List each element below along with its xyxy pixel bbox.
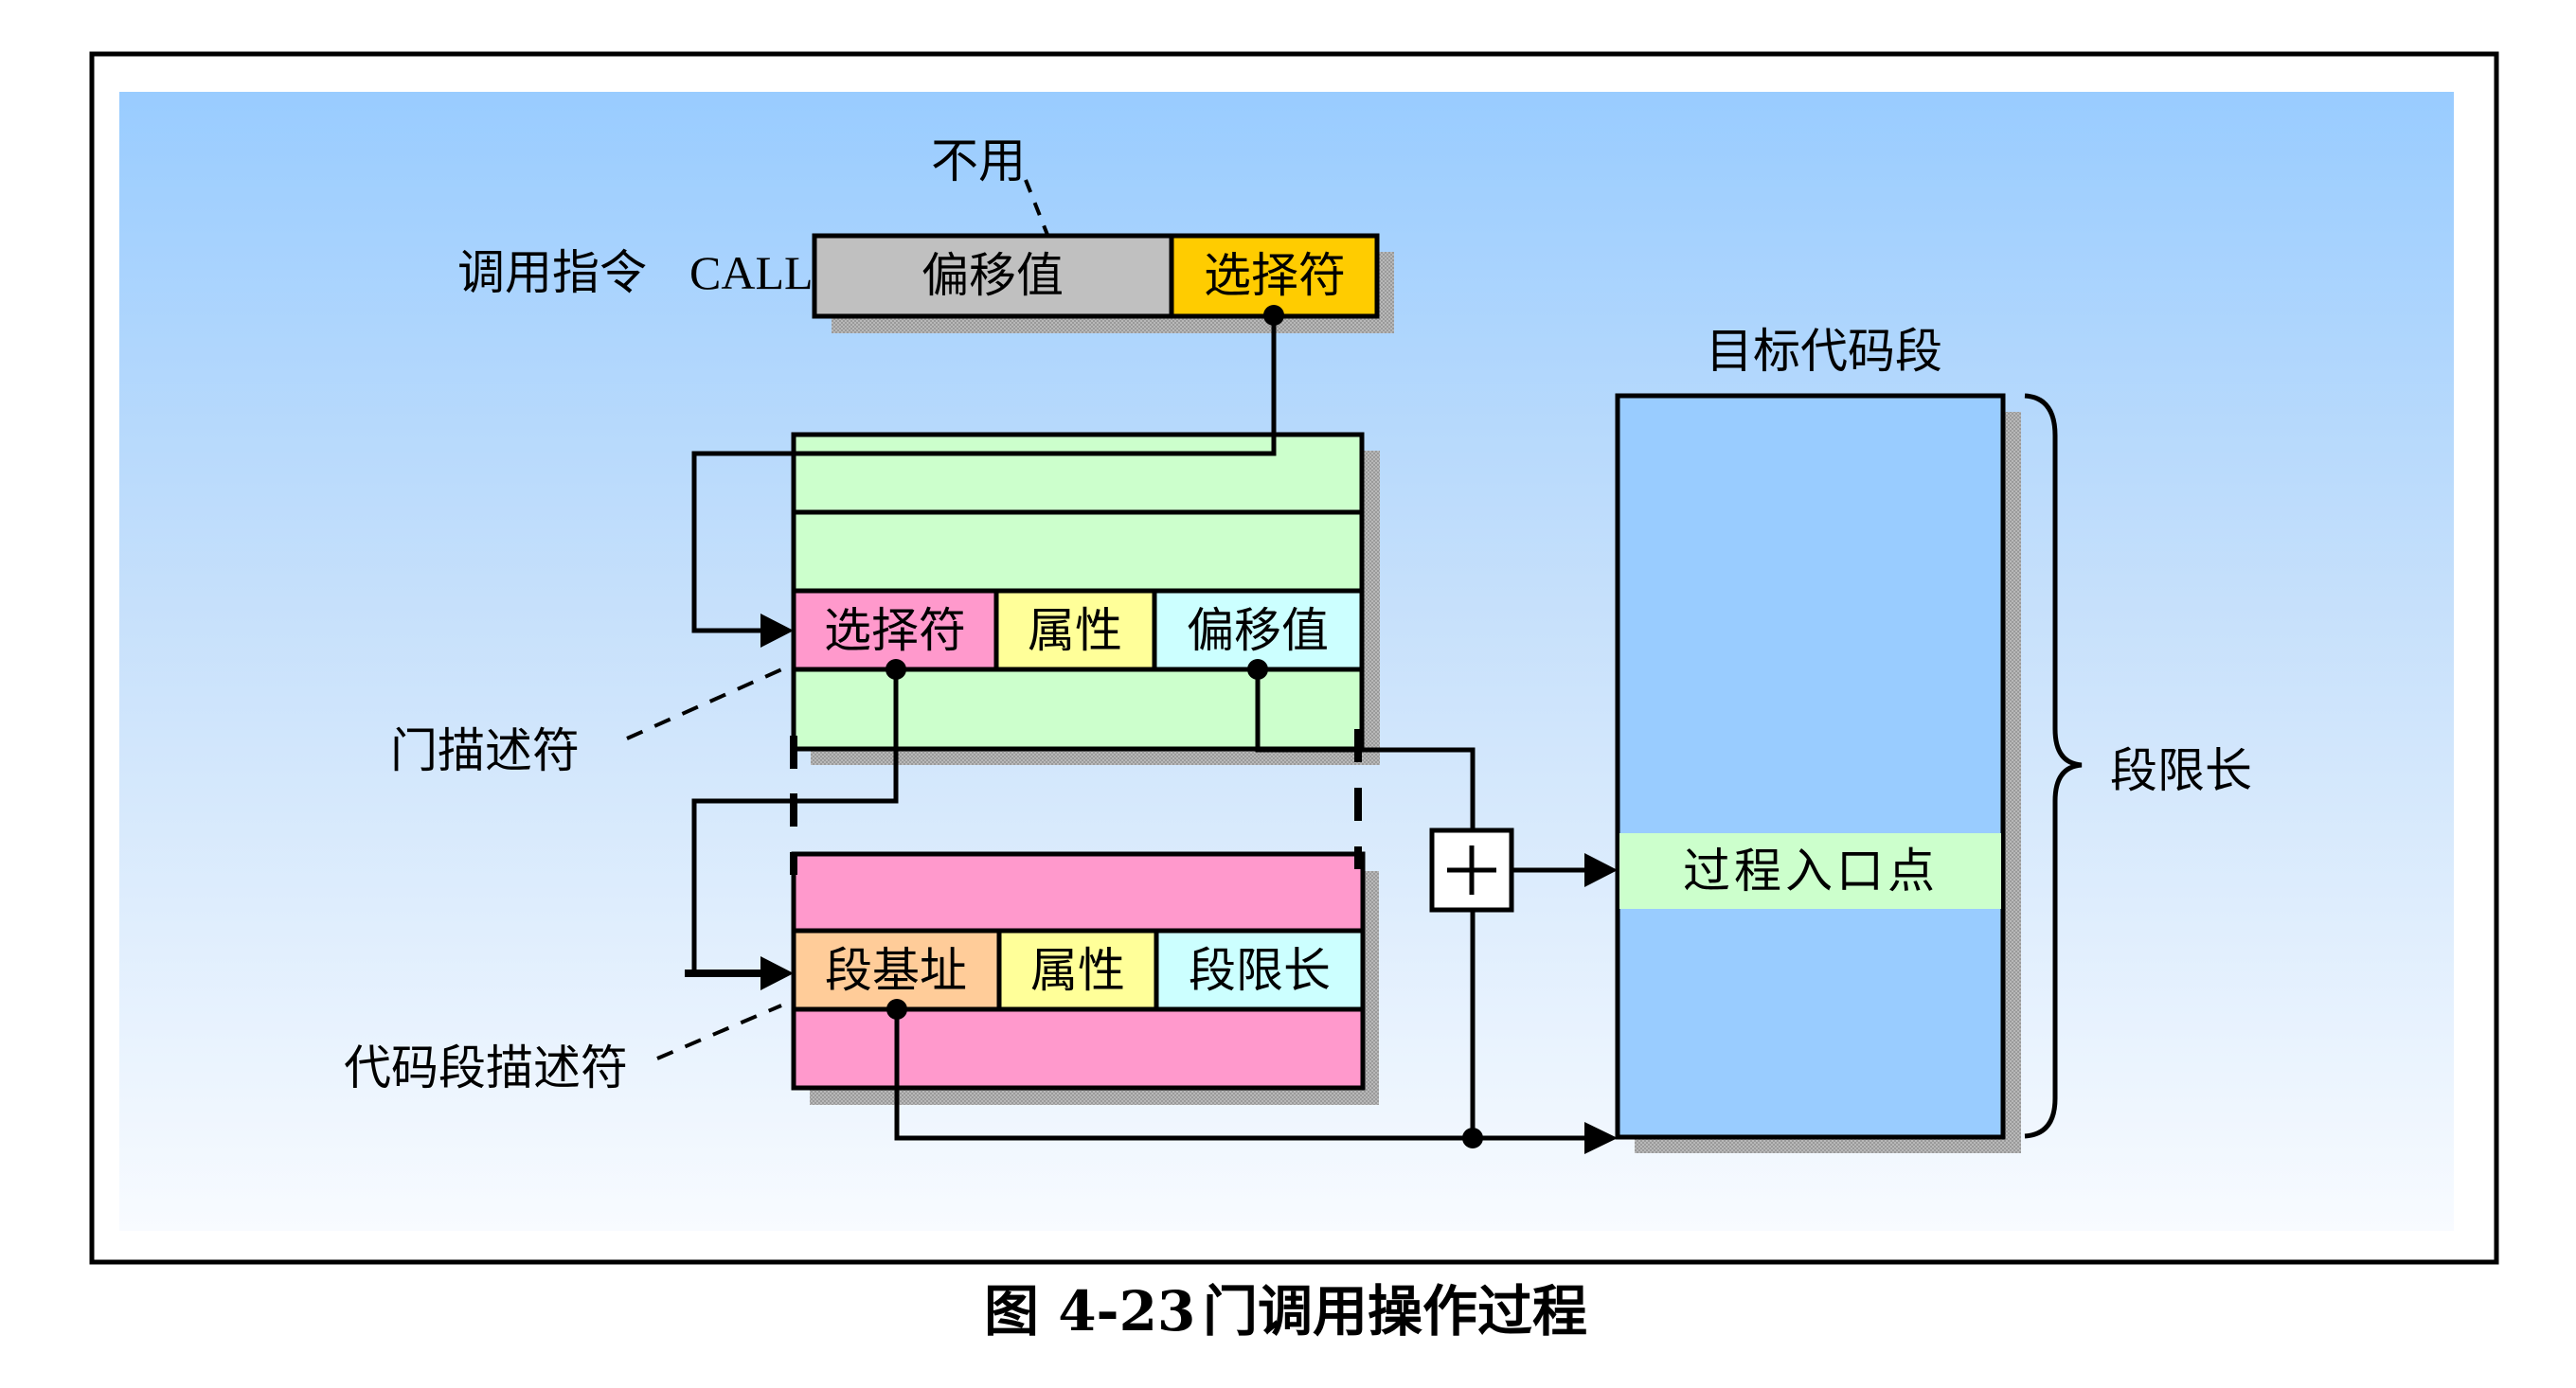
gate-field-selector-label: 选择符 bbox=[824, 603, 966, 658]
call-instruction-label: 调用指令 bbox=[457, 245, 647, 300]
entry-point-band bbox=[1619, 833, 2001, 909]
gate-field-attributes-label: 属性 bbox=[1028, 603, 1122, 658]
gate-descriptor-row-0 bbox=[791, 432, 1365, 515]
unused-note: 不用 bbox=[931, 133, 1026, 188]
target-segment-title: 目标代码段 bbox=[1706, 324, 1942, 379]
limit-brace bbox=[2024, 393, 2083, 1139]
call-mnemonic: CALL bbox=[689, 246, 814, 299]
code-field-base-label: 段基址 bbox=[825, 943, 967, 998]
plus-icon bbox=[1447, 845, 1496, 895]
limit-label: 段限长 bbox=[2110, 743, 2252, 798]
arrow-head-entry-point bbox=[1584, 853, 1618, 887]
call-field-offset-label: 偏移值 bbox=[921, 248, 1064, 303]
code-descriptor-label: 代码段描述符 bbox=[344, 1041, 628, 1095]
code-descriptor-row-0 bbox=[791, 851, 1366, 934]
gate-descriptor-label: 门描述符 bbox=[390, 723, 580, 778]
code-field-limit bbox=[1154, 928, 1366, 1012]
call-field-selector-label: 选择符 bbox=[1204, 248, 1346, 303]
arrow-head-segment-base bbox=[1584, 1122, 1618, 1154]
code-descriptor-row-2 bbox=[791, 1006, 1366, 1091]
call-field-offset bbox=[812, 233, 1174, 319]
call-field-selector bbox=[1169, 233, 1380, 319]
code-field-limit-label: 段限长 bbox=[1189, 943, 1331, 998]
target-segment bbox=[1615, 393, 2006, 1140]
gate-field-offset bbox=[1152, 588, 1365, 672]
arrow-head-code-descriptor bbox=[760, 956, 794, 990]
code-descriptor-leader-line bbox=[656, 1004, 782, 1060]
entry-point-label: 过程入口点 bbox=[1683, 844, 1939, 899]
unused-leader-line bbox=[1024, 179, 1049, 236]
code-field-attributes-label: 属性 bbox=[1030, 943, 1125, 998]
connector-call-to-gate bbox=[691, 315, 1277, 633]
gate-descriptor-row-1 bbox=[791, 509, 1365, 594]
figure-title: 门调用操作过程 bbox=[1203, 1279, 1587, 1344]
code-field-attributes bbox=[996, 928, 1159, 1012]
junction-dot bbox=[1462, 1128, 1483, 1148]
gate-field-offset-label: 偏移值 bbox=[1187, 603, 1329, 658]
gate-descriptor-row-3 bbox=[791, 667, 1365, 752]
figure-number: 图 4-23 bbox=[984, 1279, 1195, 1344]
connector-base-to-segment bbox=[894, 1009, 1586, 1141]
connector-offset-to-adder bbox=[1255, 669, 1476, 830]
arrow-head-gate bbox=[760, 614, 794, 648]
